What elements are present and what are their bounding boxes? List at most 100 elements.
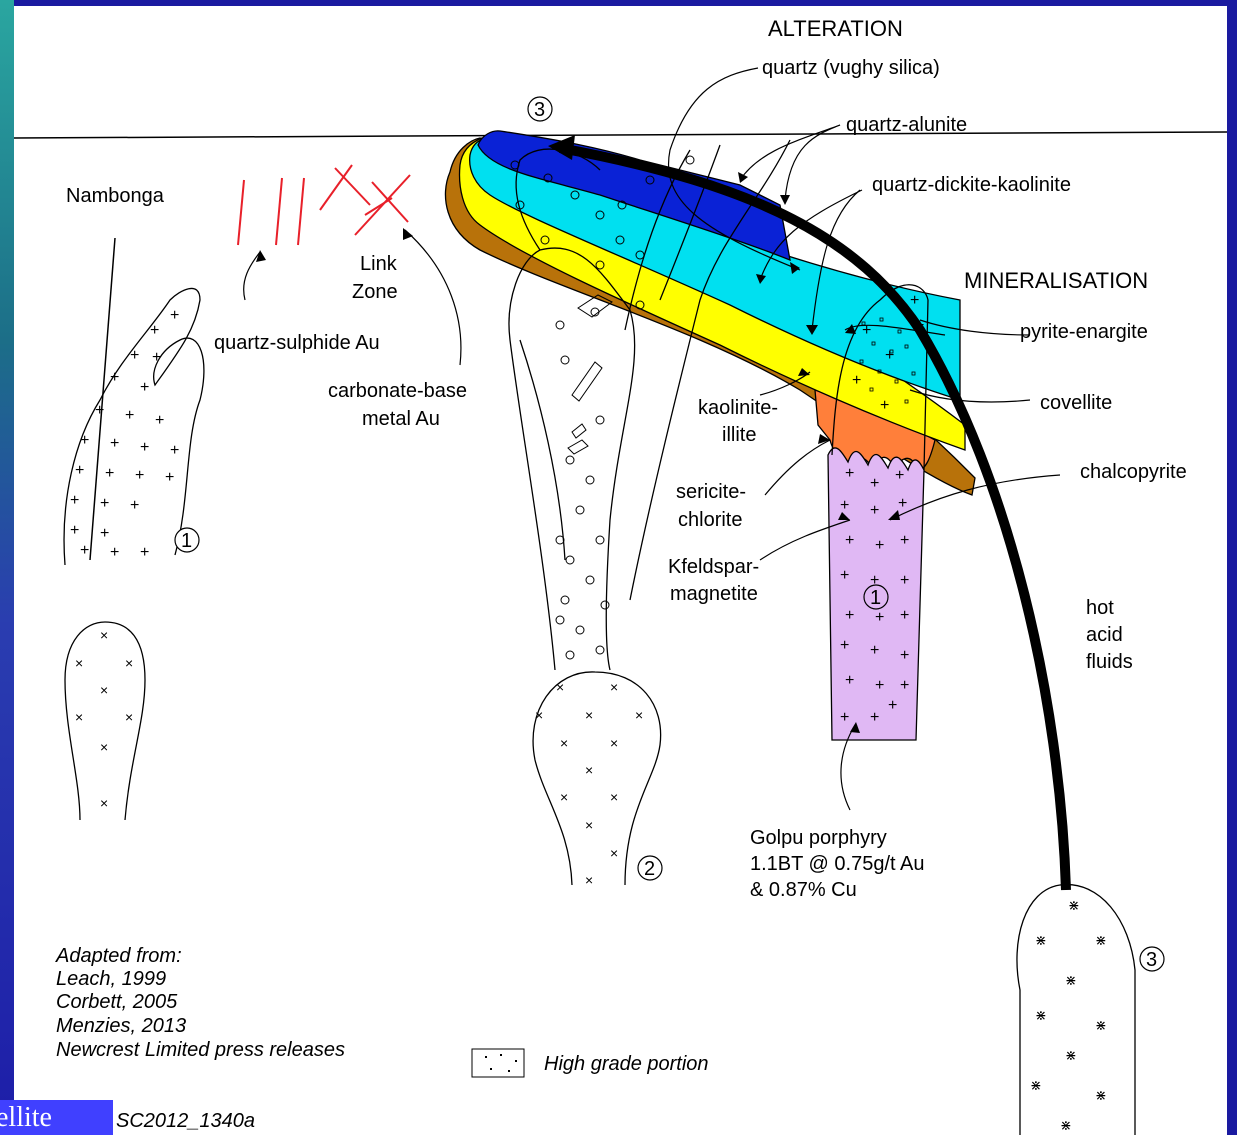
- label-quartz-vughy-silica: quartz (vughy silica): [762, 57, 940, 79]
- label-link-zone-2: Zone: [352, 281, 398, 303]
- svg-text:×: ×: [585, 762, 593, 778]
- svg-text:+: +: [900, 572, 909, 589]
- svg-text:+: +: [895, 467, 904, 484]
- label-quartz-dickite-kaolinite: quartz-dickite-kaolinite: [872, 174, 1071, 196]
- svg-text:+: +: [900, 532, 909, 549]
- svg-text:+: +: [125, 407, 134, 424]
- svg-text:+: +: [165, 469, 174, 486]
- label-quartz-alunite: quartz-alunite: [846, 114, 967, 136]
- label-kfeldspar-magnetite-1: Kfeldspar-: [668, 556, 759, 578]
- svg-text:+: +: [100, 525, 109, 542]
- svg-text:+: +: [152, 349, 161, 366]
- svg-text:×: ×: [125, 709, 133, 725]
- svg-text:+: +: [80, 432, 89, 449]
- marker-2: 2: [638, 856, 662, 880]
- nambonga-intrusion: [64, 288, 204, 565]
- svg-text:+: +: [170, 442, 179, 459]
- svg-text:+: +: [140, 379, 149, 396]
- svg-text:2: 2: [644, 858, 655, 880]
- svg-text:+: +: [910, 292, 919, 309]
- label-kaolinite-illite-1: kaolinite-: [698, 397, 778, 419]
- svg-text:+: +: [110, 544, 119, 561]
- svg-text:×: ×: [585, 872, 593, 888]
- citation-line-4: Menzies, 2013: [56, 1015, 186, 1037]
- svg-text:⋇: ⋇: [1035, 932, 1047, 948]
- svg-text:+: +: [852, 372, 861, 389]
- slide-tab[interactable]: ellite: [0, 1100, 113, 1135]
- legend-high-grade: High grade portion: [472, 1049, 709, 1077]
- svg-text:+: +: [845, 607, 854, 624]
- svg-text:×: ×: [610, 735, 618, 751]
- svg-text:⋇: ⋇: [1095, 1087, 1107, 1103]
- mineralisation-heading: MINERALISATION: [964, 268, 1148, 293]
- link-zone-structures: [320, 165, 410, 235]
- svg-text:+: +: [875, 609, 884, 626]
- intrusion-2: [533, 672, 661, 885]
- svg-text:×: ×: [556, 679, 564, 695]
- svg-text:+: +: [75, 462, 84, 479]
- label-golpu-3: & 0.87% Cu: [750, 879, 857, 901]
- svg-text:+: +: [140, 439, 149, 456]
- svg-text:+: +: [845, 465, 854, 482]
- svg-text:+: +: [840, 709, 849, 726]
- svg-text:+: +: [170, 307, 179, 324]
- svg-text:+: +: [840, 637, 849, 654]
- svg-text:⋇: ⋇: [1030, 1077, 1042, 1093]
- svg-text:×: ×: [75, 709, 83, 725]
- label-covellite: covellite: [1040, 392, 1112, 414]
- svg-text:+: +: [862, 322, 871, 339]
- svg-text:+: +: [70, 522, 79, 539]
- label-carbonate-base-1: carbonate-base: [328, 380, 467, 402]
- svg-text:+: +: [900, 677, 909, 694]
- svg-text:+: +: [140, 544, 149, 561]
- breccia-pipe: [509, 248, 635, 670]
- alteration-heading: ALTERATION: [768, 16, 903, 41]
- marker-3-top: 3: [528, 97, 552, 121]
- svg-text:+: +: [880, 397, 889, 414]
- svg-text:+: +: [95, 402, 104, 419]
- svg-text:+: +: [870, 475, 879, 492]
- svg-text:+: +: [900, 647, 909, 664]
- svg-text:+: +: [130, 347, 139, 364]
- svg-text:+: +: [100, 495, 109, 512]
- svg-text:+: +: [898, 495, 907, 512]
- svg-text:1: 1: [870, 587, 881, 609]
- svg-text:⋇: ⋇: [1035, 1007, 1047, 1023]
- label-sericite-chlorite-1: sericite-: [676, 481, 746, 503]
- svg-text:+: +: [840, 567, 849, 584]
- svg-text:⋇: ⋇: [1068, 897, 1080, 913]
- svg-text:+: +: [870, 709, 879, 726]
- svg-text:+: +: [875, 677, 884, 694]
- svg-text:×: ×: [125, 655, 133, 671]
- svg-text:+: +: [155, 412, 164, 429]
- label-pyrite-enargite: pyrite-enargite: [1020, 321, 1148, 343]
- quartz-sulphide-veins: [238, 178, 304, 245]
- svg-text:+: +: [105, 465, 114, 482]
- label-link-zone-1: Link: [360, 253, 398, 275]
- svg-text:×: ×: [560, 735, 568, 751]
- svg-text:⋇: ⋇: [1095, 1017, 1107, 1033]
- svg-text:+: +: [80, 542, 89, 559]
- svg-text:×: ×: [100, 682, 108, 698]
- svg-text:+: +: [888, 697, 897, 714]
- breccia-internal-line: [520, 340, 565, 560]
- label-golpu-1: Golpu porphyry: [750, 827, 887, 849]
- svg-text:+: +: [840, 497, 849, 514]
- svg-text:×: ×: [100, 795, 108, 811]
- svg-text:+: +: [900, 607, 909, 624]
- svg-text:+: +: [875, 537, 884, 554]
- svg-text:×: ×: [635, 707, 643, 723]
- label-carbonate-base-2: metal Au: [362, 408, 440, 430]
- svg-text:×: ×: [610, 679, 618, 695]
- svg-text:+: +: [130, 497, 139, 514]
- figure-id: SC2012_1340a: [116, 1110, 255, 1132]
- svg-text:×: ×: [610, 845, 618, 861]
- label-sericite-chlorite-2: chlorite: [678, 509, 742, 531]
- svg-text:⋇: ⋇: [1060, 1117, 1072, 1133]
- svg-text:×: ×: [610, 789, 618, 805]
- label-quartz-sulphide-au: quartz-sulphide Au: [214, 332, 380, 354]
- slide-tab-label: ellite: [0, 1100, 113, 1135]
- svg-text:⋇: ⋇: [1065, 972, 1077, 988]
- svg-text:1: 1: [181, 530, 192, 552]
